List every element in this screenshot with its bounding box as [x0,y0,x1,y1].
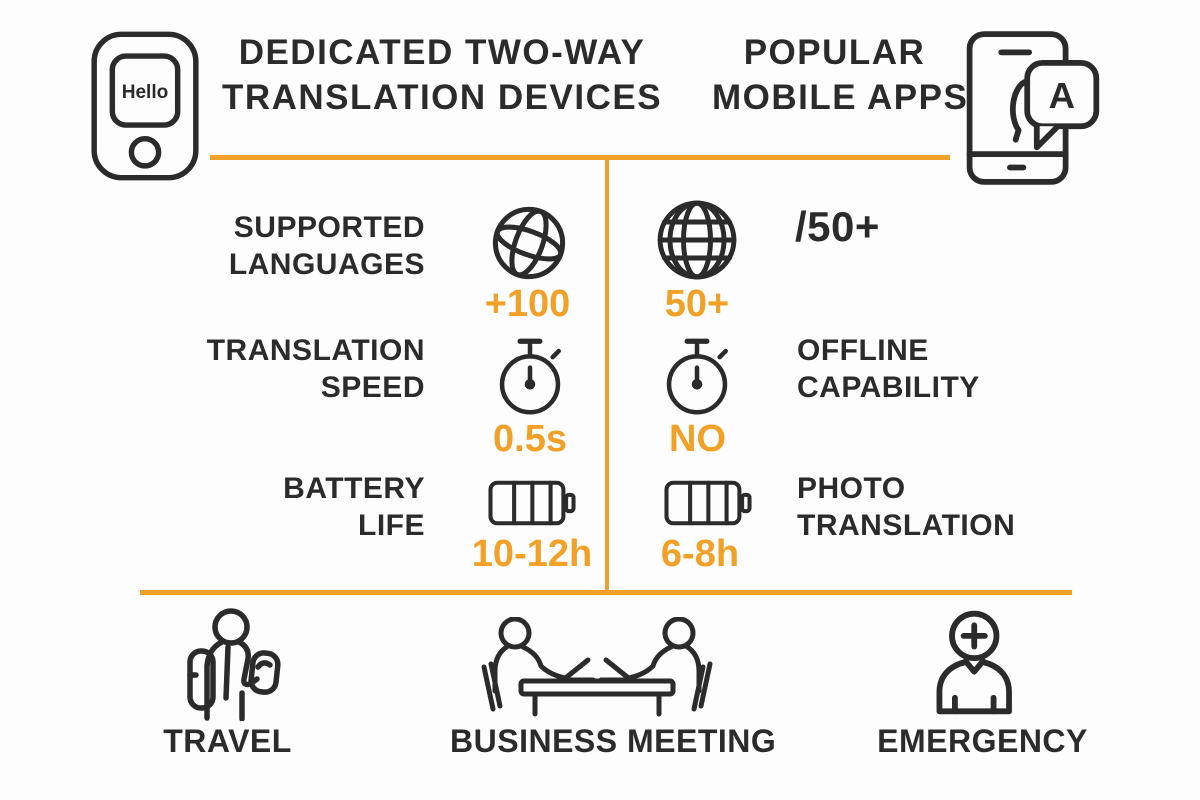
traveler-icon [181,606,281,721]
device-speed-value: 0.5s [493,418,567,460]
row2-note-line1: OFFLINE [797,334,929,367]
vertical-divider-line [605,157,609,593]
right-title-line2: MOBILE APPS [712,78,969,117]
top-divider-line [210,155,950,160]
stopwatch-icon [496,333,564,419]
row3-note-line2: TRANSLATION [797,509,1016,542]
row1-label-line2: LANGUAGES [228,248,425,281]
business-meeting-icon [477,617,717,717]
mobile-app-icon: A [960,26,1104,190]
globe-tilted-icon [487,201,571,285]
row2-note-line2: CAPABILITY [797,371,980,404]
app-battery-value: 6-8h [660,533,740,575]
use-case-label-emergency: EMERGENCY [877,723,1088,759]
row2-label-line1: TRANSLATION [206,334,425,367]
emergency-person-icon [923,606,1039,718]
left-title-line1: DEDICATED TWO-WAY [238,33,646,72]
row-label-translation-speed: TRANSLATION SPEED [175,332,425,406]
device-battery-value: 10-12h [471,533,593,575]
right-column-title: POPULAR MOBILE APPS [712,30,969,120]
app-offline-value: NO [669,418,726,460]
bottom-divider-line [140,590,1072,595]
row3-label-line1: BATTERY [283,472,425,505]
speech-arc-icon [1009,79,1028,143]
device-languages-value: +100 [484,283,571,325]
app-photo-note: PHOTO TRANSLATION [797,470,1037,544]
use-case-label-travel: TRAVEL [163,723,292,759]
device-screen-text: Hello [122,82,169,103]
left-column-title: DEDICATED TWO-WAY TRANSLATION DEVICES [212,30,672,120]
left-title-line2: TRANSLATION DEVICES [221,78,663,117]
app-offline-note: OFFLINE CAPABILITY [797,332,1027,406]
bubble-letter: A [1049,75,1075,116]
row2-label-line2: SPEED [320,371,425,404]
use-case-label-business-meeting: BUSINESS MEETING [450,723,777,759]
row3-label-line2: LIFE [358,509,425,542]
speech-bubble-icon [1024,60,1100,130]
globe-icon [652,195,742,285]
translator-device-icon: Hello [86,24,204,188]
row-label-battery-life: BATTERY LIFE [175,470,425,544]
app-languages-value: 50+ [664,283,730,325]
row-label-supported-languages: SUPPORTED LANGUAGES [175,209,425,283]
row3-note-line1: PHOTO [797,472,906,505]
stopwatch-icon [663,333,731,419]
battery-icon [481,476,581,530]
battery-icon [657,476,757,530]
app-languages-note: /50+ [795,204,1025,250]
row1-label-line1: SUPPORTED [233,211,425,244]
right-title-line1: POPULAR [743,33,926,72]
row1-note-line1: /50+ [795,203,880,250]
